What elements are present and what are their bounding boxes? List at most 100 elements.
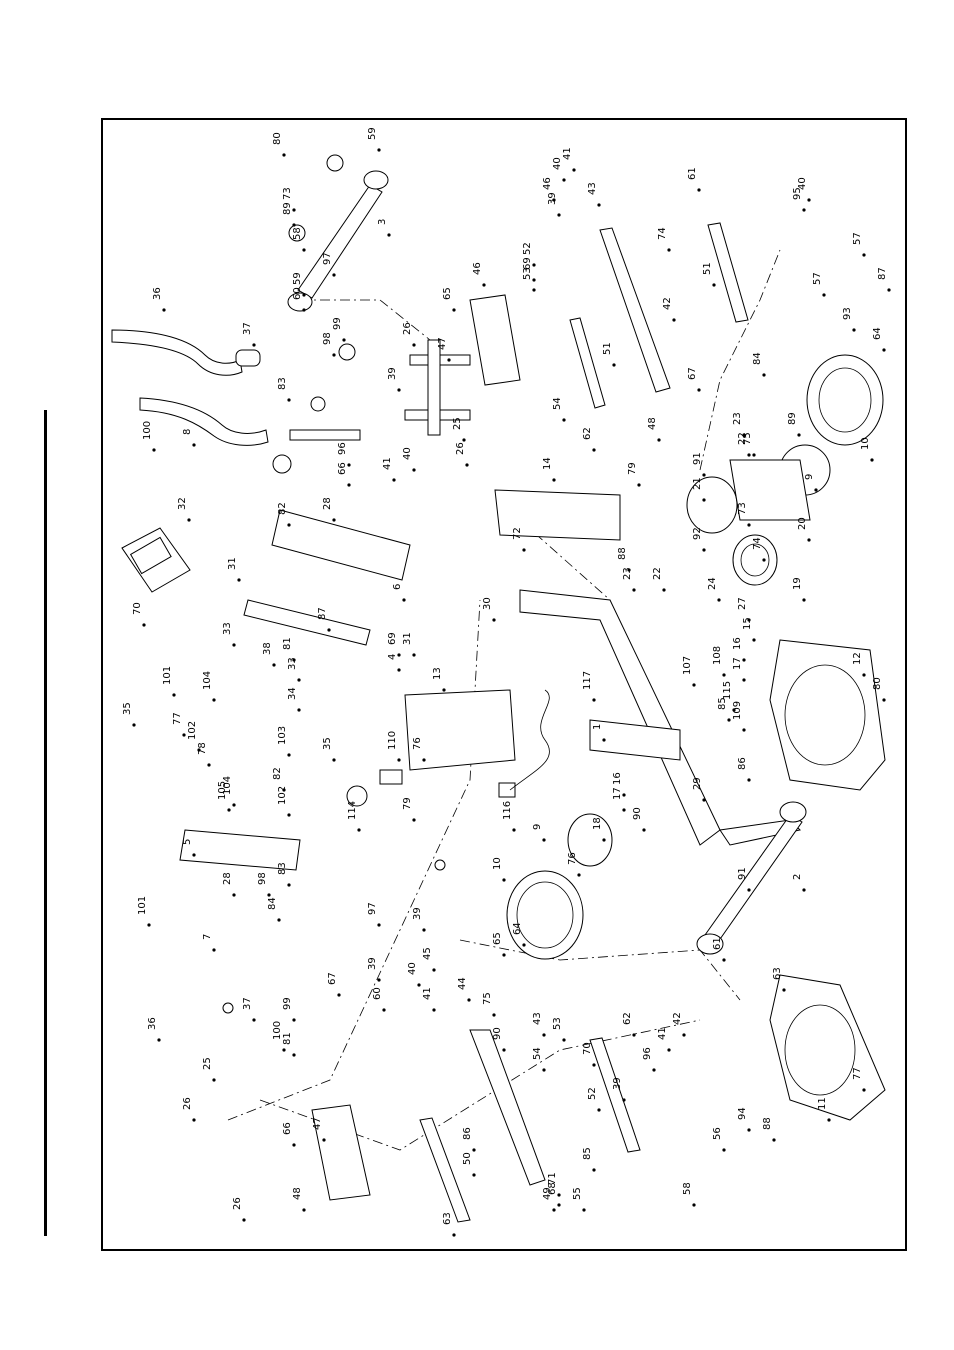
leader-dot [602, 738, 606, 742]
part-label-67: 67 [327, 972, 338, 985]
small-hardware [222, 689, 550, 1014]
part-label-97: 97 [322, 252, 333, 265]
part-label-83: 83 [277, 377, 288, 390]
part-label-40: 40 [552, 157, 563, 170]
part-label-63: 63 [772, 967, 783, 980]
leader-dot [882, 698, 886, 702]
leader-dot [397, 668, 401, 672]
leader-dot [142, 623, 146, 627]
part-label-60: 60 [292, 287, 303, 300]
part-label-117: 117 [582, 671, 593, 690]
leader-dot [192, 853, 196, 857]
part-label-101: 101 [137, 896, 148, 915]
part-label-45: 45 [422, 947, 433, 960]
part-label-69: 69 [387, 632, 398, 645]
part-label-17: 17 [732, 657, 743, 670]
part-label-91: 91 [737, 867, 748, 880]
leader-dot [667, 248, 671, 252]
part-label-26: 26 [402, 322, 413, 335]
leader-dot [552, 198, 556, 202]
part-label-40: 40 [402, 447, 413, 460]
diagram-frame [101, 118, 907, 1251]
part-label-17: 17 [612, 787, 623, 800]
part-label-71: 71 [547, 1172, 558, 1185]
part-label-49: 49 [542, 1187, 553, 1200]
leader-dot [287, 398, 291, 402]
leader-dot [287, 753, 291, 757]
part-label-10: 10 [492, 857, 503, 870]
part-label-90: 90 [632, 807, 643, 820]
part-label-65: 65 [442, 287, 453, 300]
part-label-102: 102 [187, 721, 198, 740]
leader-dot [652, 1068, 656, 1072]
part-label-28: 28 [222, 872, 233, 885]
part-label-47: 47 [312, 1117, 323, 1130]
leader-dot [287, 813, 291, 817]
part-label-23: 23 [622, 567, 633, 580]
leader-dot [682, 1033, 686, 1037]
leader-dot [292, 1053, 296, 1057]
part-label-35: 35 [322, 737, 333, 750]
leader-dot [702, 473, 706, 477]
leader-dot [227, 808, 231, 812]
part-label-104: 104 [202, 671, 213, 690]
leader-dot [522, 943, 526, 947]
leader-dot [827, 1118, 831, 1122]
leader-dot [697, 388, 701, 392]
leader-dot [297, 708, 301, 712]
part-label-59: 59 [292, 272, 303, 285]
leader-dot [332, 758, 336, 762]
leader-dot [762, 373, 766, 377]
rear-stabilizer [287, 154, 389, 312]
part-label-87: 87 [877, 267, 888, 280]
leader-dot [397, 758, 401, 762]
leader-dot [252, 343, 256, 347]
leader-dot [422, 758, 426, 762]
part-label-41: 41 [657, 1027, 668, 1040]
leader-dot [207, 763, 211, 767]
main-frame [519, 589, 802, 846]
part-label-26: 26 [232, 1197, 243, 1210]
leader-dot [782, 988, 786, 992]
part-label-46: 46 [542, 177, 553, 190]
part-label-58: 58 [292, 227, 303, 240]
part-label-48: 48 [647, 417, 658, 430]
part-label-99: 99 [332, 317, 343, 330]
leader-dot [192, 443, 196, 447]
leader-dot [302, 293, 306, 297]
part-label-98: 98 [322, 332, 333, 345]
part-label-61: 61 [712, 937, 723, 950]
leader-dot [232, 803, 236, 807]
part-label-101: 101 [162, 666, 173, 685]
part-label-24: 24 [707, 577, 718, 590]
part-label-88: 88 [617, 547, 628, 560]
pedal-rails [419, 222, 749, 1223]
leader-dot [357, 828, 361, 832]
leader-dot [577, 873, 581, 877]
part-label-27: 27 [737, 597, 748, 610]
part-label-38: 38 [262, 642, 273, 655]
leader-dot [432, 1008, 436, 1012]
part-label-42: 42 [672, 1012, 683, 1025]
leader-dot [712, 283, 716, 287]
leader-dot [432, 968, 436, 972]
part-label-70: 70 [582, 1042, 593, 1055]
part-label-42: 42 [662, 297, 673, 310]
part-label-14: 14 [542, 457, 553, 470]
leader-dot [412, 343, 416, 347]
leader-dot [747, 888, 751, 892]
leader-dot [282, 1048, 286, 1052]
part-label-98: 98 [257, 872, 268, 885]
leader-dot [302, 248, 306, 252]
leader-dot [742, 678, 746, 682]
part-label-54: 54 [532, 1047, 543, 1060]
part-label-22: 22 [737, 432, 748, 445]
part-label-33: 33 [222, 622, 233, 635]
leader-dot [412, 818, 416, 822]
part-label-32: 32 [177, 497, 188, 510]
part-label-77: 77 [172, 712, 183, 725]
leader-dot [502, 1048, 506, 1052]
leader-dot [667, 1048, 671, 1052]
